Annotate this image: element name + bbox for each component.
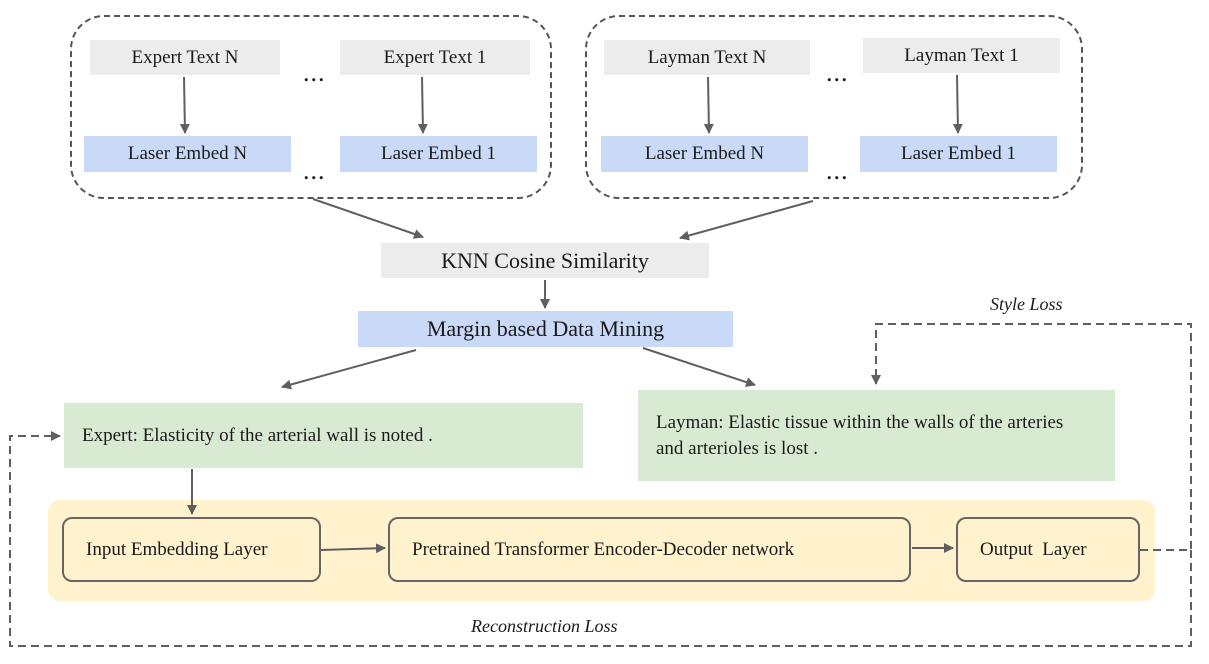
ellipsis-dots: ... bbox=[826, 58, 849, 87]
layman-embed-1: Laser Embed 1 bbox=[860, 136, 1057, 172]
expert-embed-n: Laser Embed N bbox=[84, 136, 291, 172]
layman-example-box: Layman: Elastic tissue within the walls … bbox=[638, 390, 1115, 481]
input-embedding-layer-box: Input Embedding Layer bbox=[62, 517, 321, 582]
reconstruction-loss-path bbox=[9, 431, 1192, 647]
ellipsis-dots: ... bbox=[826, 156, 849, 185]
ellipsis-dots: ... bbox=[303, 58, 326, 87]
arrow bbox=[679, 200, 814, 241]
knn-cosine-similarity-box: KNN Cosine Similarity bbox=[381, 243, 709, 278]
reconstruction-loss-label: Reconstruction Loss bbox=[471, 616, 618, 636]
expert-group bbox=[70, 15, 552, 199]
style-loss-path bbox=[871, 323, 1192, 551]
layman-text-n: Layman Text N bbox=[604, 40, 810, 75]
arrow bbox=[703, 76, 714, 134]
style-loss-label: Style Loss bbox=[990, 294, 1063, 314]
expert-example-box: Expert: Elasticity of the arterial wall … bbox=[64, 403, 583, 468]
arrow bbox=[281, 349, 417, 390]
arrow bbox=[312, 198, 424, 239]
ellipsis-dots: ... bbox=[303, 156, 326, 185]
arrow bbox=[952, 74, 963, 134]
layman-text-1: Layman Text 1 bbox=[863, 38, 1060, 73]
output-layer-box: Output Layer bbox=[956, 517, 1140, 582]
expert-embed-1: Laser Embed 1 bbox=[340, 136, 537, 172]
arrow bbox=[320, 543, 386, 554]
arrow bbox=[179, 76, 190, 134]
layman-embed-n: Laser Embed N bbox=[601, 136, 808, 172]
expert-text-n: Expert Text N bbox=[90, 40, 280, 75]
transformer-network-box: Pretrained Transformer Encoder-Decoder n… bbox=[388, 517, 911, 582]
layman-group bbox=[585, 15, 1083, 199]
margin-data-mining-box: Margin based Data Mining bbox=[358, 311, 733, 347]
arrow bbox=[417, 76, 428, 134]
arrow bbox=[642, 347, 756, 387]
expert-text-1: Expert Text 1 bbox=[340, 40, 530, 75]
